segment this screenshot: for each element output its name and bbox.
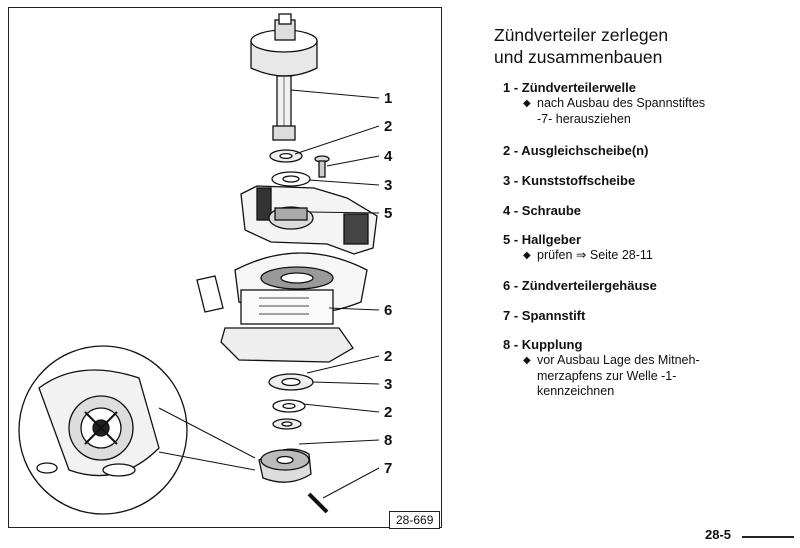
part-item-5: 5 - Hallgeber ◆ prüfen ⇒ Seite 28-11 [503, 232, 793, 264]
callout-2-lower: 2 [384, 404, 392, 421]
distributor-shaft-drawing [250, 13, 318, 141]
callout-2-top: 2 [384, 118, 392, 135]
part-name: 2 - Ausgleichscheibe(n) [503, 143, 649, 158]
part-name: 6 - Zündverteilergehäuse [503, 278, 657, 293]
part-name: 4 - Schraube [503, 203, 582, 218]
diamond-bullet-icon: ◆ [523, 250, 531, 261]
figure-id-label: 28-669 [389, 511, 441, 529]
part-note: ◆ prüfen ⇒ Seite 28-11 [523, 248, 653, 262]
callout-8: 8 [384, 432, 392, 449]
hall-sender-drawing [240, 185, 378, 255]
screw-drawing [314, 155, 330, 178]
part-name: 1 - Zündverteilerwelle [503, 80, 636, 95]
callout-3-lower: 3 [384, 376, 392, 393]
exploded-view-figure: 1 2 4 3 5 6 2 3 2 8 7 28-669 [8, 7, 442, 529]
page-number: 28-5 [705, 527, 732, 542]
callout-numbers: 1 2 4 3 5 6 2 3 2 8 7 [384, 90, 393, 477]
callout-7: 7 [384, 460, 392, 477]
callout-leader-lines [290, 89, 380, 499]
part-name: 5 - Hallgeber [503, 232, 582, 247]
tension-pin-drawing [307, 492, 329, 514]
part-item-6: 6 - Zündverteilergehäuse [503, 278, 793, 294]
part-item-8: 8 - Kupplung ◆ vor Ausbau Lage des Mitne… [503, 337, 793, 400]
title-line: Zündverteiler zerlegen [494, 25, 669, 45]
callout-6: 6 [384, 302, 392, 319]
callout-2-middle: 2 [384, 348, 392, 365]
coupling-drawing [258, 448, 312, 483]
callout-5: 5 [384, 205, 392, 222]
callout-4: 4 [384, 148, 393, 165]
part-note: ◆ nach Ausbau des Spannstiftes -7- herau… [523, 96, 706, 126]
part-name: 8 - Kupplung [503, 337, 583, 352]
diamond-bullet-icon: ◆ [523, 355, 531, 366]
coupling-detail-view [18, 345, 256, 515]
part-item-1: 1 - Zündverteilerwelle ◆ nach Ausbau des… [503, 80, 793, 127]
part-item-4: 4 - Schraube [503, 203, 793, 219]
page-title: Zündverteiler zerlegen und zusammenbauen [494, 24, 794, 68]
part-item-7: 7 - Spannstift [503, 308, 793, 324]
distributor-exploded-drawing: 1 2 4 3 5 6 2 3 2 8 7 [18, 13, 393, 515]
part-name: 7 - Spannstift [503, 308, 586, 323]
callout-3-top: 3 [384, 177, 392, 194]
part-name: 3 - Kunststoffscheibe [503, 173, 636, 188]
distributor-housing-drawing [196, 252, 368, 363]
page-footer-rule [742, 536, 794, 538]
part-item-2: 2 - Ausgleichscheibe(n) [503, 143, 793, 159]
part-item-3: 3 - Kunststoffscheibe [503, 173, 793, 189]
part-note: ◆ vor Ausbau Lage des Mitneh- merzapfens… [523, 353, 700, 398]
diamond-bullet-icon: ◆ [523, 98, 531, 109]
title-line: und zusammenbauen [494, 47, 663, 67]
callout-1: 1 [384, 90, 392, 107]
